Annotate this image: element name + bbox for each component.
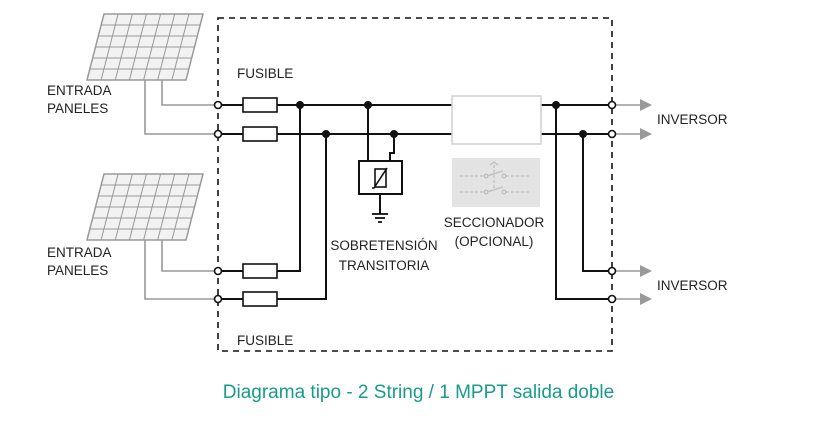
output-bottom-label: INVERSOR [657,278,728,293]
fuse-bottom-label: FUSIBLE [237,333,293,348]
combiner-box-outline [217,17,613,352]
input-top-label-line1: ENTRADA [47,83,112,98]
input-bottom-label-line1: ENTRADA [47,245,112,260]
surge-label-line2: TRANSITORIA [339,258,430,273]
surge-label-line1: SOBRETENSIÓN [330,238,437,253]
optional-disconnector-placeholder [451,95,542,145]
disconnector-switch-icon [452,158,540,207]
fuse-3 [242,263,278,279]
output-top-label: INVERSOR [657,112,728,127]
terminals [213,100,617,304]
disconnector-label-line2: (OPCIONAL) [455,234,534,249]
input-bottom-label-line2: PANELES [47,263,108,278]
dc-wiring [222,104,608,300]
fuse-symbols [242,97,278,307]
fuse-1 [242,97,278,113]
disconnector-label-line1: SECCIONADOR [444,215,545,230]
diagram-caption: Diagrama tipo - 2 String / 1 MPPT salida… [222,382,615,403]
panel-leads [144,80,215,300]
solar-panel-icon-bottom [86,173,204,241]
output-arrows [612,99,652,305]
fuse-top-label: FUSIBLE [237,66,293,81]
fuse-2 [242,126,278,142]
solar-panel-icon-top [86,13,204,81]
junction-dots [296,101,587,138]
ground-icon [372,213,388,223]
fuse-4 [242,291,278,307]
surge-protector-icon [358,160,403,195]
input-top-label-line2: PANELES [47,101,108,116]
